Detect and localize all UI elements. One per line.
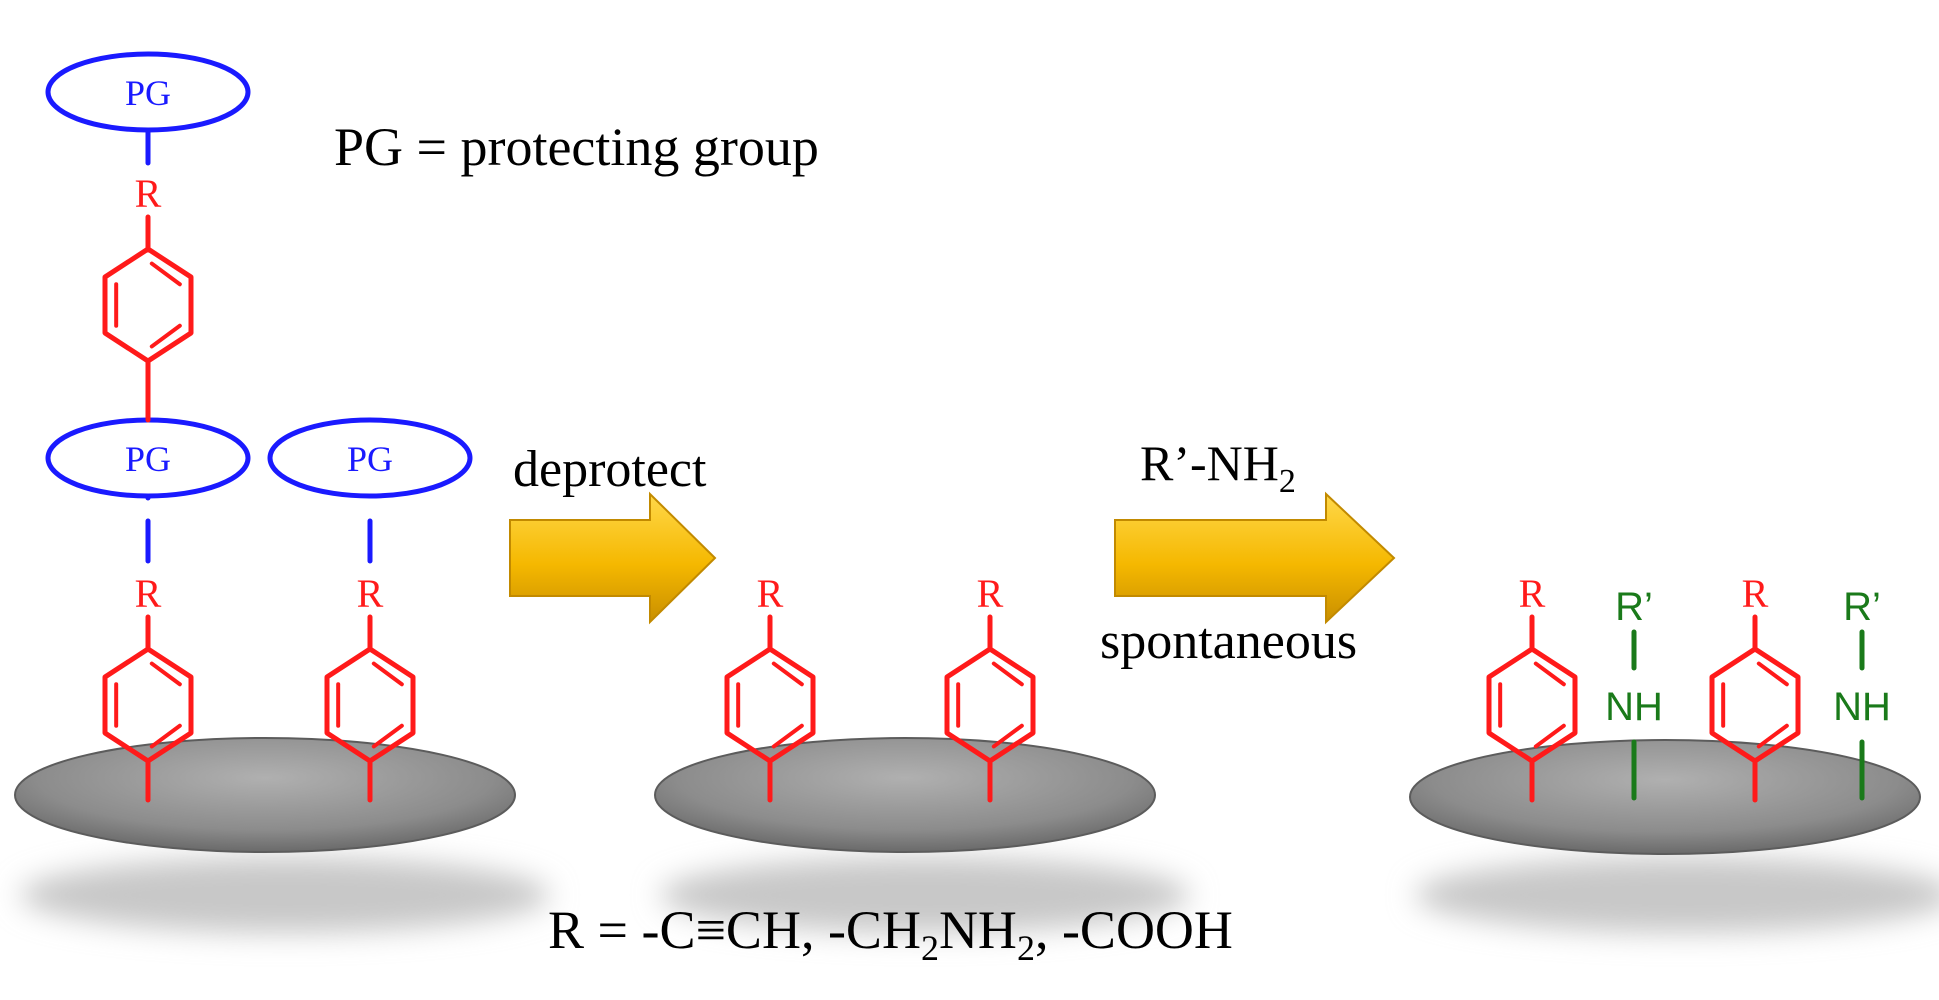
nh-label: NH bbox=[1833, 685, 1891, 729]
protecting-group-oval bbox=[267, 417, 473, 499]
r-group-label: R bbox=[1742, 571, 1769, 616]
protecting-group-label: PG bbox=[125, 439, 171, 479]
r-group-label: R bbox=[135, 171, 162, 216]
ring-double-bond bbox=[149, 323, 182, 349]
reagent-arrow bbox=[1114, 491, 1396, 625]
ring-double-bond bbox=[1533, 723, 1566, 749]
r-group-label: R bbox=[135, 571, 162, 616]
nh-label: NH bbox=[1605, 685, 1663, 729]
protecting-group-oval bbox=[45, 51, 251, 133]
r-group-label: R bbox=[1519, 571, 1546, 616]
r-definition: R = -C≡CH, -CH2NH2, -COOH bbox=[548, 900, 1233, 968]
protecting-group-label: PG bbox=[125, 73, 171, 113]
ring-double-bond bbox=[771, 661, 804, 687]
ring-double-bond bbox=[771, 723, 804, 749]
ring-double-bond bbox=[371, 723, 404, 749]
ring-double-bond bbox=[1756, 723, 1789, 749]
r-prime-label: R’ bbox=[1615, 585, 1653, 629]
ring-double-bond bbox=[991, 723, 1024, 749]
deprotect-label: deprotect bbox=[513, 441, 707, 498]
ring-double-bond bbox=[991, 661, 1024, 687]
ring-double-bond bbox=[371, 661, 404, 687]
surface-2 bbox=[654, 737, 1190, 933]
ring-double-bond bbox=[149, 261, 182, 287]
spontaneous-label: spontaneous bbox=[1100, 613, 1357, 670]
r-group-label: R bbox=[977, 571, 1004, 616]
ring-double-bond bbox=[1756, 661, 1789, 687]
r-prime-label: R’ bbox=[1843, 585, 1881, 629]
ring-double-bond bbox=[149, 661, 182, 687]
ring-double-bond bbox=[1533, 661, 1566, 687]
reagent-label: R’-NH2 bbox=[1140, 435, 1296, 500]
molecular-structures: R PG R PG R PG R R R R R’ NH R’ NH bbox=[45, 51, 1891, 803]
ring-double-bond bbox=[149, 723, 182, 749]
r-group-label: R bbox=[757, 571, 784, 616]
surface-1 bbox=[14, 737, 550, 933]
surface-3 bbox=[1409, 739, 1939, 933]
r-group-label: R bbox=[357, 571, 384, 616]
pg-definition: PG = protecting group bbox=[334, 117, 819, 177]
protecting-group-label: PG bbox=[347, 439, 393, 479]
deprotect-arrow bbox=[509, 491, 717, 625]
